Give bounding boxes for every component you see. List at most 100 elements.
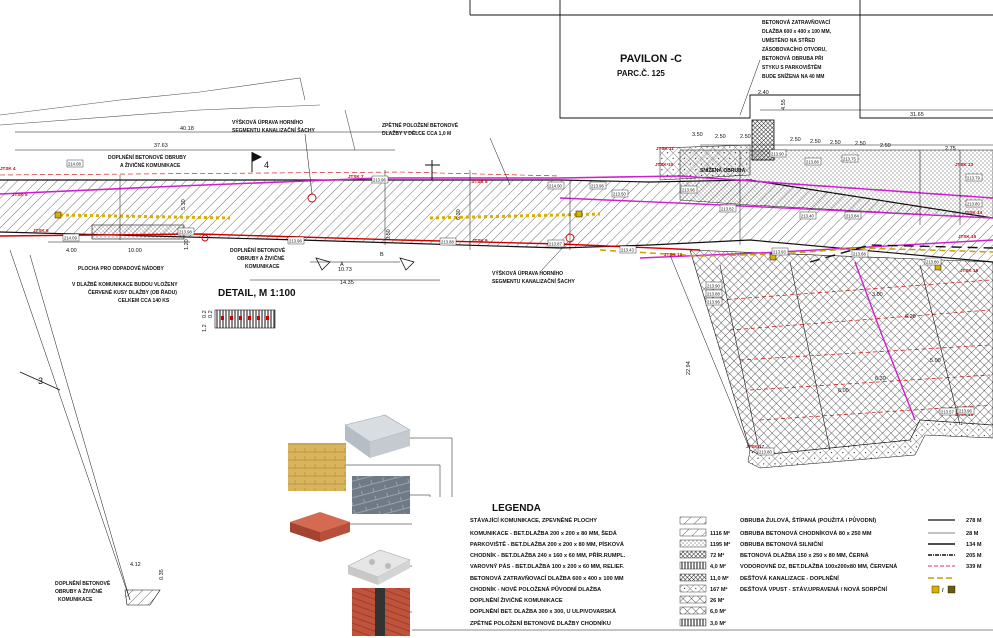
svg-text:2.50: 2.50 [790,137,801,143]
svg-text:213.75: 213.75 [843,157,856,162]
svg-text:26 M²: 26 M² [710,597,724,604]
section-marker-4: 4 [251,152,269,172]
svg-text:10.73: 10.73 [338,267,352,273]
svg-text:KOMUNIKACE: KOMUNIKACE [58,597,93,603]
svg-text:31.65: 31.65 [910,112,924,118]
building-outline [469,0,993,119]
svg-text:213.82: 213.82 [721,207,734,212]
svg-text:4.55: 4.55 [781,99,787,110]
svg-text:BUDE SNÍŽENA NA 40 MM: BUDE SNÍŽENA NA 40 MM [762,72,824,80]
svg-text:BETONOVÁ ZATRAVŇOVACÍ DLAŽBA 6: BETONOVÁ ZATRAVŇOVACÍ DLAŽBA 600 x 400 x… [470,574,624,582]
svg-text:OBRUBA BETONOVÁ SILNIČNÍ: OBRUBA BETONOVÁ SILNIČNÍ [740,540,823,548]
svg-text:DOPLNĚNÍ BET. DLAŽBA 300 x 300: DOPLNĚNÍ BET. DLAŽBA 300 x 300, U ULPIVO… [470,607,616,615]
svg-text:OBRUBA ŽULOVÁ, ŠTÍPANÁ (POUŽIT: OBRUBA ŽULOVÁ, ŠTÍPANÁ (POUŽITÁ I PŮVODN… [740,516,876,524]
svg-text:STÁVAJÍCÍ KOMUNIKACE, ZPEVNĚNÉ: STÁVAJÍCÍ KOMUNIKACE, ZPEVNĚNÉ PLOCHY [470,516,597,524]
svg-text:3: 3 [38,376,43,386]
svg-text:6.20: 6.20 [905,314,916,320]
svg-text:UMÍSTĚNO NA STŘED: UMÍSTĚNO NA STŘED [762,36,816,44]
svg-text:2.50: 2.50 [880,143,891,149]
svg-text:DOPLNĚNÍ BETONOVÉ: DOPLNĚNÍ BETONOVÉ [230,246,286,254]
svg-text:167 M²: 167 M² [710,586,728,593]
lowered-curb-label: SNÍŽENÁ OBRUBA [700,166,746,174]
yellow-dash-line-3 [59,213,231,220]
elevation-tags: 214.08 214.09 213.98 213.96 213.96 213.8… [62,149,983,456]
svg-text:A ŽIVIČNÉ KOMUNIKACE: A ŽIVIČNÉ KOMUNIKACE [120,161,181,169]
svg-text:JTSK 16: JTSK 16 [960,268,979,273]
svg-text:DEŠŤOVÁ VPUST - STÁV.UPRAVENÁ: DEŠŤOVÁ VPUST - STÁV.UPRAVENÁ / NOVÁ SOR… [740,585,887,593]
svg-text:JTSK 11: JTSK 11 [656,146,674,151]
annotation-6: PLOCHA PRO ODPADOVÉ NÁDOBY [78,264,165,272]
svg-text:1116 M²: 1116 M² [710,530,730,537]
svg-text:2.50: 2.50 [740,134,751,140]
stall-dividers [719,261,961,456]
svg-text:1195 M²: 1195 M² [710,541,730,548]
svg-text:STYKU S PARKOVIŠTĚM: STYKU S PARKOVIŠTĚM [762,63,821,71]
svg-text:2.50: 2.50 [715,134,726,140]
lower-walkway [747,419,993,469]
svg-text:DOPLNĚNÍ ŽIVIČNÉ KOMUNIKACE: DOPLNĚNÍ ŽIVIČNÉ KOMUNIKACE [470,596,563,604]
svg-text:PARKOVIŠTĚ - BET.DLAŽBA 200 x: PARKOVIŠTĚ - BET.DLAŽBA 200 x 200 x 80 M… [470,540,624,548]
svg-text:6.30: 6.30 [875,376,886,382]
svg-text:205 M: 205 M [966,553,982,559]
svg-text:213.50: 213.50 [613,192,626,197]
svg-text:214.08: 214.08 [68,162,81,167]
svg-text:ZPĚTNÉ POLOŽENÍ BETONOVÉ DLAŽB: ZPĚTNÉ POLOŽENÍ BETONOVÉ DLAŽBY CHODNÍKU [470,619,611,627]
svg-text:72 M²: 72 M² [710,552,724,559]
section-marker-3: 3 [19,371,61,391]
svg-text:0.2: 0.2 [202,310,208,318]
svg-text:213.79: 213.79 [967,176,980,181]
svg-text:11,0 M²: 11,0 M² [710,575,729,582]
svg-text:214.09: 214.09 [64,236,77,241]
svg-text:4.00: 4.00 [66,248,77,254]
annotation-8: DOPLNĚNÍ BETONOVÉ OBRUBY A ŽIVIČNÉ KOMUN… [55,579,111,603]
svg-text:BETONOVÁ DLAŽBA 150 x 250 x 80: BETONOVÁ DLAŽBA 150 x 250 x 80 MM, ČERNÁ [740,551,869,559]
svg-text:V DLAŽBĚ KOMUNIKACE BUDOU VLOŽ: V DLAŽBĚ KOMUNIKACE BUDOU VLOŽENY [72,280,178,288]
svg-text:VÝŠKOVÁ ÚPRAVA HORNÍHO: VÝŠKOVÁ ÚPRAVA HORNÍHO [232,118,303,126]
legend: LEGENDA STÁVAJÍCÍ KOMUNIKACE, ZPEVNĚNÉ P… [412,497,993,638]
red-dash-line [0,171,561,177]
svg-text:6,0 M²: 6,0 M² [710,608,726,615]
manholes [201,193,575,243]
svg-text:KOMUNIKACE: KOMUNIKACE [245,264,280,270]
annotation-7: V DLAŽBĚ KOMUNIKACE BUDOU VLOŽENY ČERVEN… [72,280,178,304]
svg-text:A: A [340,262,344,268]
magenta-line-2 [559,197,993,219]
svg-text:JTSK 9: JTSK 9 [472,238,488,243]
annotation-1: VÝŠKOVÁ ÚPRAVA HORNÍHO SEGMENTU KANALIZA… [232,118,315,195]
svg-text:28 M: 28 M [966,531,979,537]
building-name: PAVILON -C [620,53,682,65]
svg-text:278 M: 278 M [966,518,982,524]
svg-text:ZPĚTNÉ POLOŽENÍ BETONOVÉ: ZPĚTNÉ POLOŽENÍ BETONOVÉ [382,121,459,129]
svg-text:213.87: 213.87 [549,242,562,247]
svg-text:JTSK 8: JTSK 8 [472,179,488,184]
svg-text:DLAŽBY V DÉLCE CCA 1,0 M: DLAŽBY V DÉLCE CCA 1,0 M [382,129,451,137]
svg-text:213.96: 213.96 [289,239,302,244]
photo-red-strip [352,588,410,636]
svg-text:0.35: 0.35 [159,569,165,580]
svg-text:213.43: 213.43 [621,248,634,253]
photo-grass-paver [347,549,411,585]
svg-text:SEGMENTU KANALIZAČNÍ ŠACHY: SEGMENTU KANALIZAČNÍ ŠACHY [232,126,315,134]
svg-text:339 M: 339 M [966,564,982,570]
road-dims: 40.18 37.63 4.00 10.00 1.20 5.30 0.50 10… [66,126,941,580]
svg-text:2.50: 2.50 [810,139,821,145]
photo-gray-pavers [352,476,410,514]
svg-text:BETONOVÁ OBRUBA PŘI: BETONOVÁ OBRUBA PŘI [762,54,824,62]
svg-text:DOPLNĚNÍ BETONOVÉ OBRUBY: DOPLNĚNÍ BETONOVÉ OBRUBY [108,153,187,161]
annotation-4: DOPLNĚNÍ BETONOVÉ OBRUBY A ŽIVIČNÉ KOMUN… [230,246,286,270]
svg-text:214.00: 214.00 [549,184,562,189]
svg-text:JTSK 14: JTSK 14 [964,210,983,215]
svg-text:JTSK 13: JTSK 13 [955,162,974,167]
grass-paver-block [751,119,775,161]
svg-text:6.30: 6.30 [456,209,462,220]
svg-text:2.75: 2.75 [945,146,956,152]
svg-text:0.2: 0.2 [208,310,214,318]
svg-text:213.68: 213.68 [853,252,866,257]
svg-text:213.57: 213.57 [941,410,954,415]
svg-text:VÝŠKOVÁ ÚPRAVA HORNÍHO: VÝŠKOVÁ ÚPRAVA HORNÍHO [492,269,563,277]
walkway-area [659,144,751,181]
magenta-line-4 [854,261,916,421]
svg-text:CHODNÍK - NOVĚ POLOŽENÁ PŮVODN: CHODNÍK - NOVĚ POLOŽENÁ PŮVODNÍ DLAŽBA [470,585,601,593]
svg-text:213.90: 213.90 [771,152,784,157]
